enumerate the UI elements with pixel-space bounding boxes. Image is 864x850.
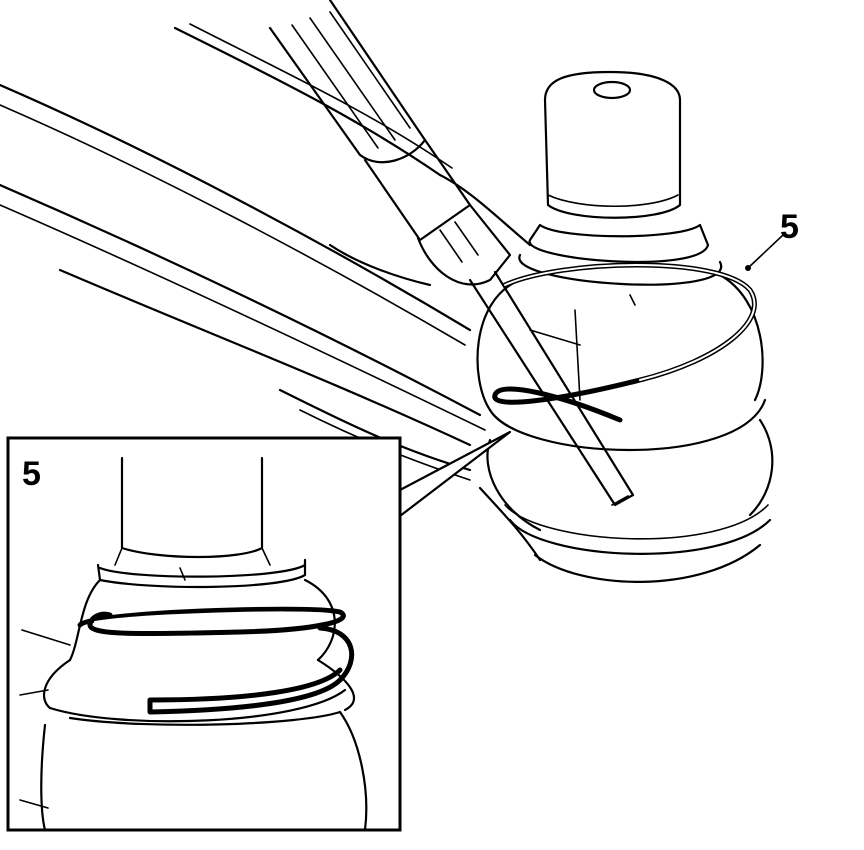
- control-arm: [0, 23, 542, 562]
- leader-line: [747, 234, 784, 269]
- ball-joint: [476, 70, 774, 583]
- screwdriver: [268, 0, 635, 507]
- spring-clip: [492, 262, 757, 423]
- leader-dot: [745, 265, 751, 271]
- callout-5-main: 5: [745, 208, 799, 271]
- callout-label: 5: [780, 208, 799, 246]
- detail-inset: 5: [6, 430, 512, 832]
- inset-callout-label: 5: [22, 455, 41, 493]
